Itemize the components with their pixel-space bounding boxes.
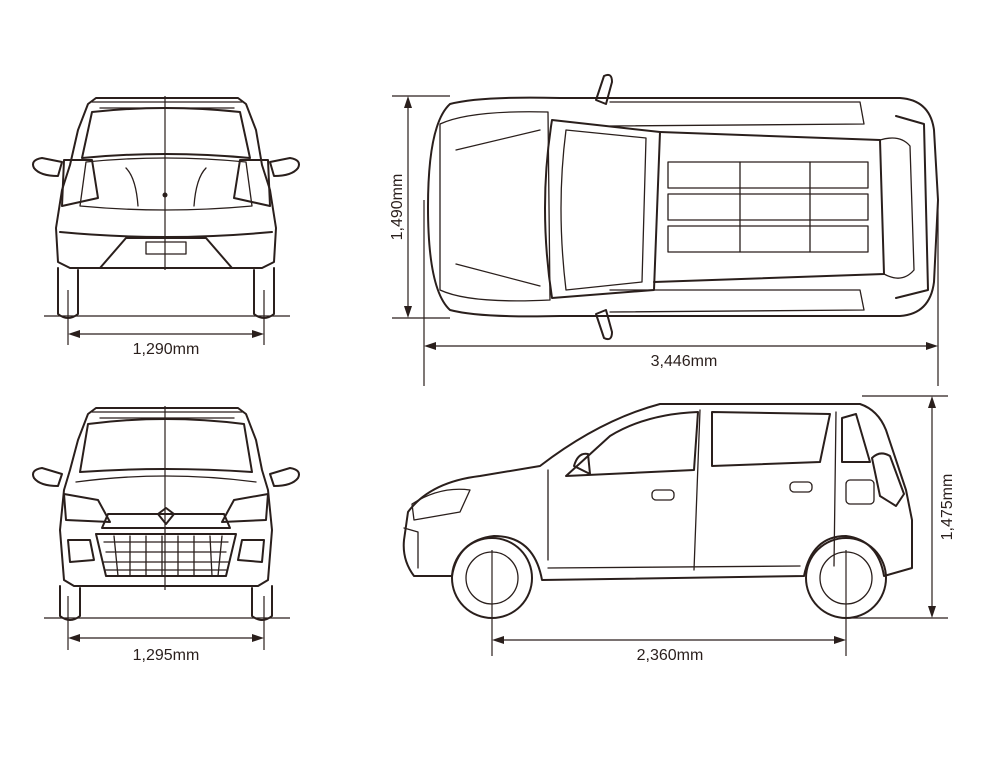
- top-view: 1,490mm 3,446mm: [389, 73, 939, 386]
- overall-width-label: 1,490mm: [389, 174, 406, 241]
- rear-track-label: 1,290mm: [133, 341, 200, 358]
- front-grille-mesh: [103, 535, 229, 577]
- overall-length-label: 3,446mm: [651, 353, 718, 370]
- front-track-label: 1,295mm: [133, 647, 200, 664]
- overall-height-label: 1,475mm: [939, 474, 956, 541]
- front-view: 1,295mm: [32, 406, 300, 664]
- rear-view: 1,290mm: [32, 96, 300, 358]
- wheelbase-label: 2,360mm: [637, 647, 704, 664]
- side-view: 2,360mm 1,475mm: [402, 395, 956, 664]
